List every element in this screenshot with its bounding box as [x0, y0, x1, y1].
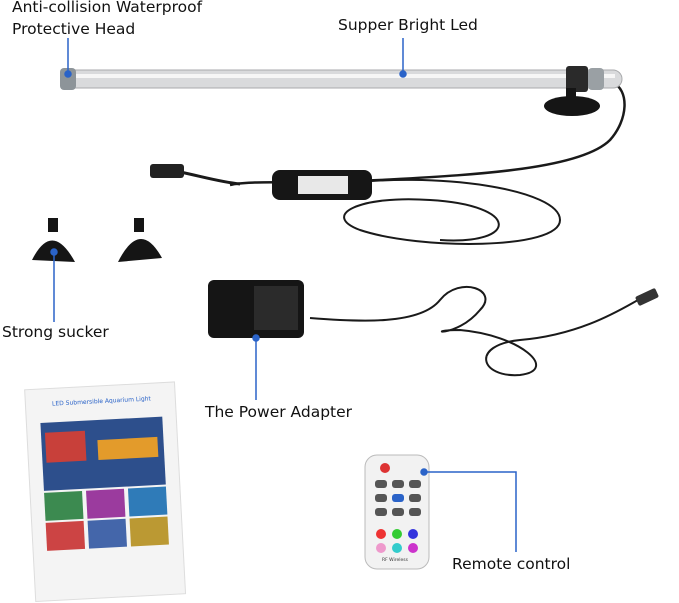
callout-dot-sucker: [50, 248, 58, 256]
dc-socket: [150, 164, 184, 178]
dc-plug-cable: [179, 170, 241, 186]
label-led: Supper Bright Led: [338, 16, 478, 34]
callout-dot-head: [64, 70, 72, 78]
label-adapter: The Power Adapter: [205, 403, 353, 421]
callout-dot-led: [399, 70, 407, 78]
label-sucker: Strong sucker: [2, 323, 109, 341]
end-cap-left: [60, 68, 76, 90]
callout-dot-remote: [420, 468, 428, 476]
suction-cup-2: [118, 218, 162, 262]
callout-line-remote: [424, 471, 517, 552]
label-head-line2: Protective Head: [12, 20, 136, 38]
bar-suction-cup: [544, 96, 600, 116]
adapter-cable: [309, 285, 639, 377]
end-cap-right: [566, 66, 588, 92]
label-head-line1: Anti-collision Waterproof: [12, 0, 203, 16]
cable-loops: [329, 178, 562, 245]
remote-footer: RF Wireless: [382, 558, 408, 563]
manual: [24, 381, 187, 603]
label-remote: Remote control: [452, 555, 571, 573]
light-bar-tube: [61, 69, 623, 89]
adapter-plug: [635, 288, 659, 306]
callout-dot-adapter: [252, 334, 260, 342]
